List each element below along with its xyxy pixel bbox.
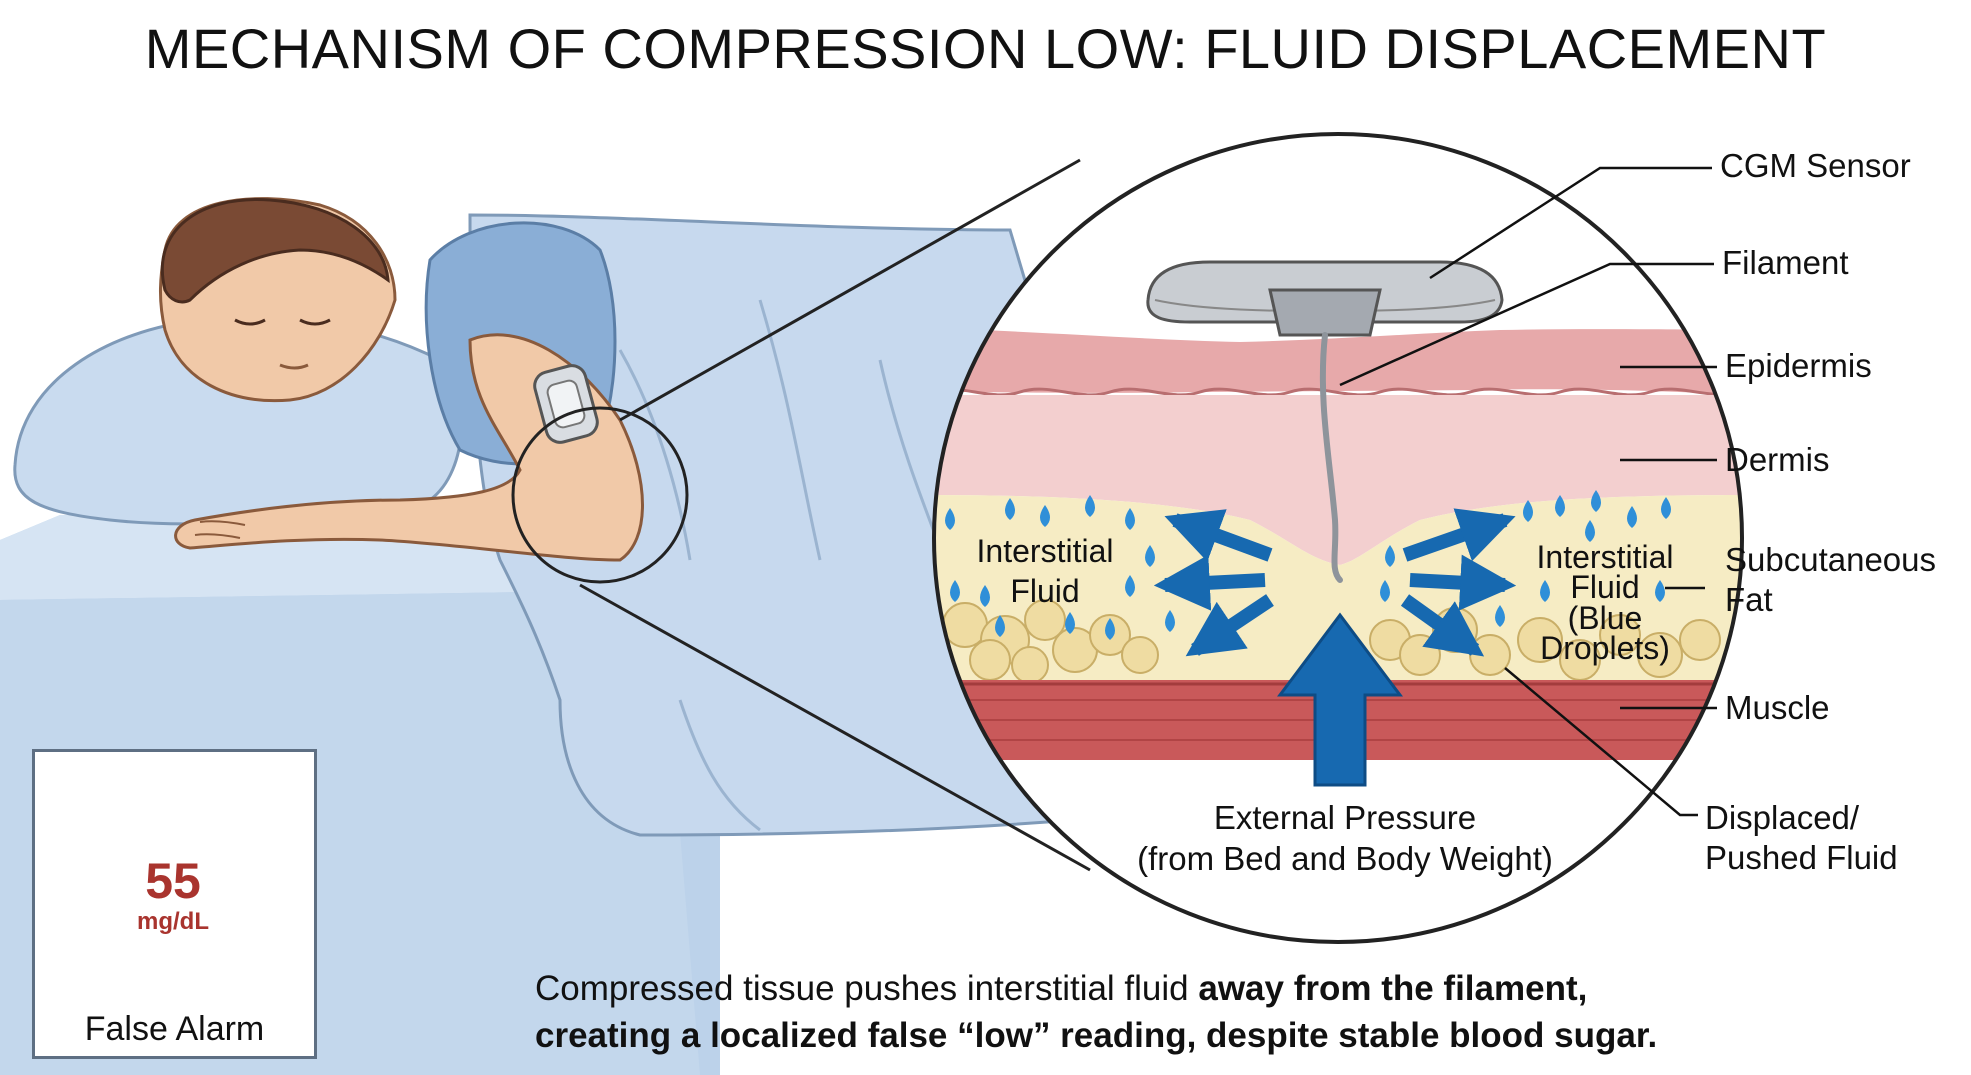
- false-alarm-caption: False Alarm: [84, 1010, 265, 1048]
- caption-line-2: creating a localized false “low” reading…: [535, 1012, 1657, 1059]
- label-subcutaneous-fat: Subcutaneous Fat: [1725, 540, 1936, 619]
- interstitial-right-line-2: Fluid: [1570, 569, 1640, 606]
- pressure-line-1: External Pressure: [1213, 799, 1477, 836]
- pressure-line-2: (from Bed and Body Weight): [1137, 840, 1553, 878]
- page-title: MECHANISM OF COMPRESSION LOW: FLUID DISP…: [144, 17, 1827, 80]
- label-displaced-line-2: Pushed Fluid: [1705, 838, 1898, 876]
- zoom-connector-bottom: [579, 583, 1091, 872]
- interstitial-right-line-3: (Blue: [1567, 599, 1643, 636]
- filament: [1319, 332, 1343, 583]
- fluid-droplets: [945, 490, 1671, 640]
- cgm-sensor-device: [1146, 260, 1504, 337]
- label-dermis: Dermis: [1725, 441, 1830, 478]
- arm: [174, 333, 644, 562]
- caption-line-1: Compressed tissue pushes interstitial fl…: [535, 965, 1657, 1012]
- sleeping-person-head: [159, 197, 397, 403]
- caption-line-1-normal: Compressed tissue pushes interstitial fl…: [535, 969, 1199, 1008]
- zoom-source-circle: [511, 406, 689, 584]
- external-pressure-label: External Pressure (from Bed and Body Wei…: [1110, 797, 1580, 880]
- displacement-arrows: [1153, 508, 1517, 657]
- label-displaced-fluid: Displaced/ Pushed Fluid: [1705, 798, 1898, 877]
- label-muscle: Muscle: [1725, 689, 1830, 726]
- leader-lines: [1339, 166, 1717, 817]
- interstitial-right-line-1: Interstitial: [1536, 539, 1674, 575]
- caption-line-2-bold: creating a localized false “low” reading…: [535, 1016, 1658, 1056]
- interstitial-left-line-1: Interstitial: [976, 533, 1114, 569]
- interstitial-left-line-2: Fluid: [1010, 572, 1080, 609]
- label-displaced-line-1: Displaced/: [1705, 799, 1860, 836]
- zoom-circle: [932, 132, 1744, 944]
- zoom-connector-top: [619, 158, 1081, 422]
- external-pressure-arrow: [1277, 612, 1403, 787]
- glucose-value: 55: [145, 853, 201, 909]
- caption-line-1-bold: away from the filament,: [1198, 969, 1588, 1008]
- label-subcutaneous-line-1: Subcutaneous: [1725, 541, 1937, 578]
- label-cgm-sensor: CGM Sensor: [1720, 147, 1911, 184]
- label-filament: Filament: [1722, 244, 1849, 281]
- interstitial-right-line-4: Droplets): [1540, 630, 1670, 667]
- false-alarm-panel: [32, 749, 317, 1059]
- label-epidermis: Epidermis: [1725, 347, 1872, 384]
- interstitial-fluid-right: Interstitial Fluid (Blue Droplets): [1515, 539, 1695, 667]
- explanation-caption: Compressed tissue pushes interstitial fl…: [535, 965, 1657, 1060]
- label-subcutaneous-line-2: Fat: [1725, 580, 1773, 618]
- glucose-unit: mg/dL: [137, 908, 209, 935]
- interstitial-fluid-left: Interstitial Fluid: [960, 533, 1130, 609]
